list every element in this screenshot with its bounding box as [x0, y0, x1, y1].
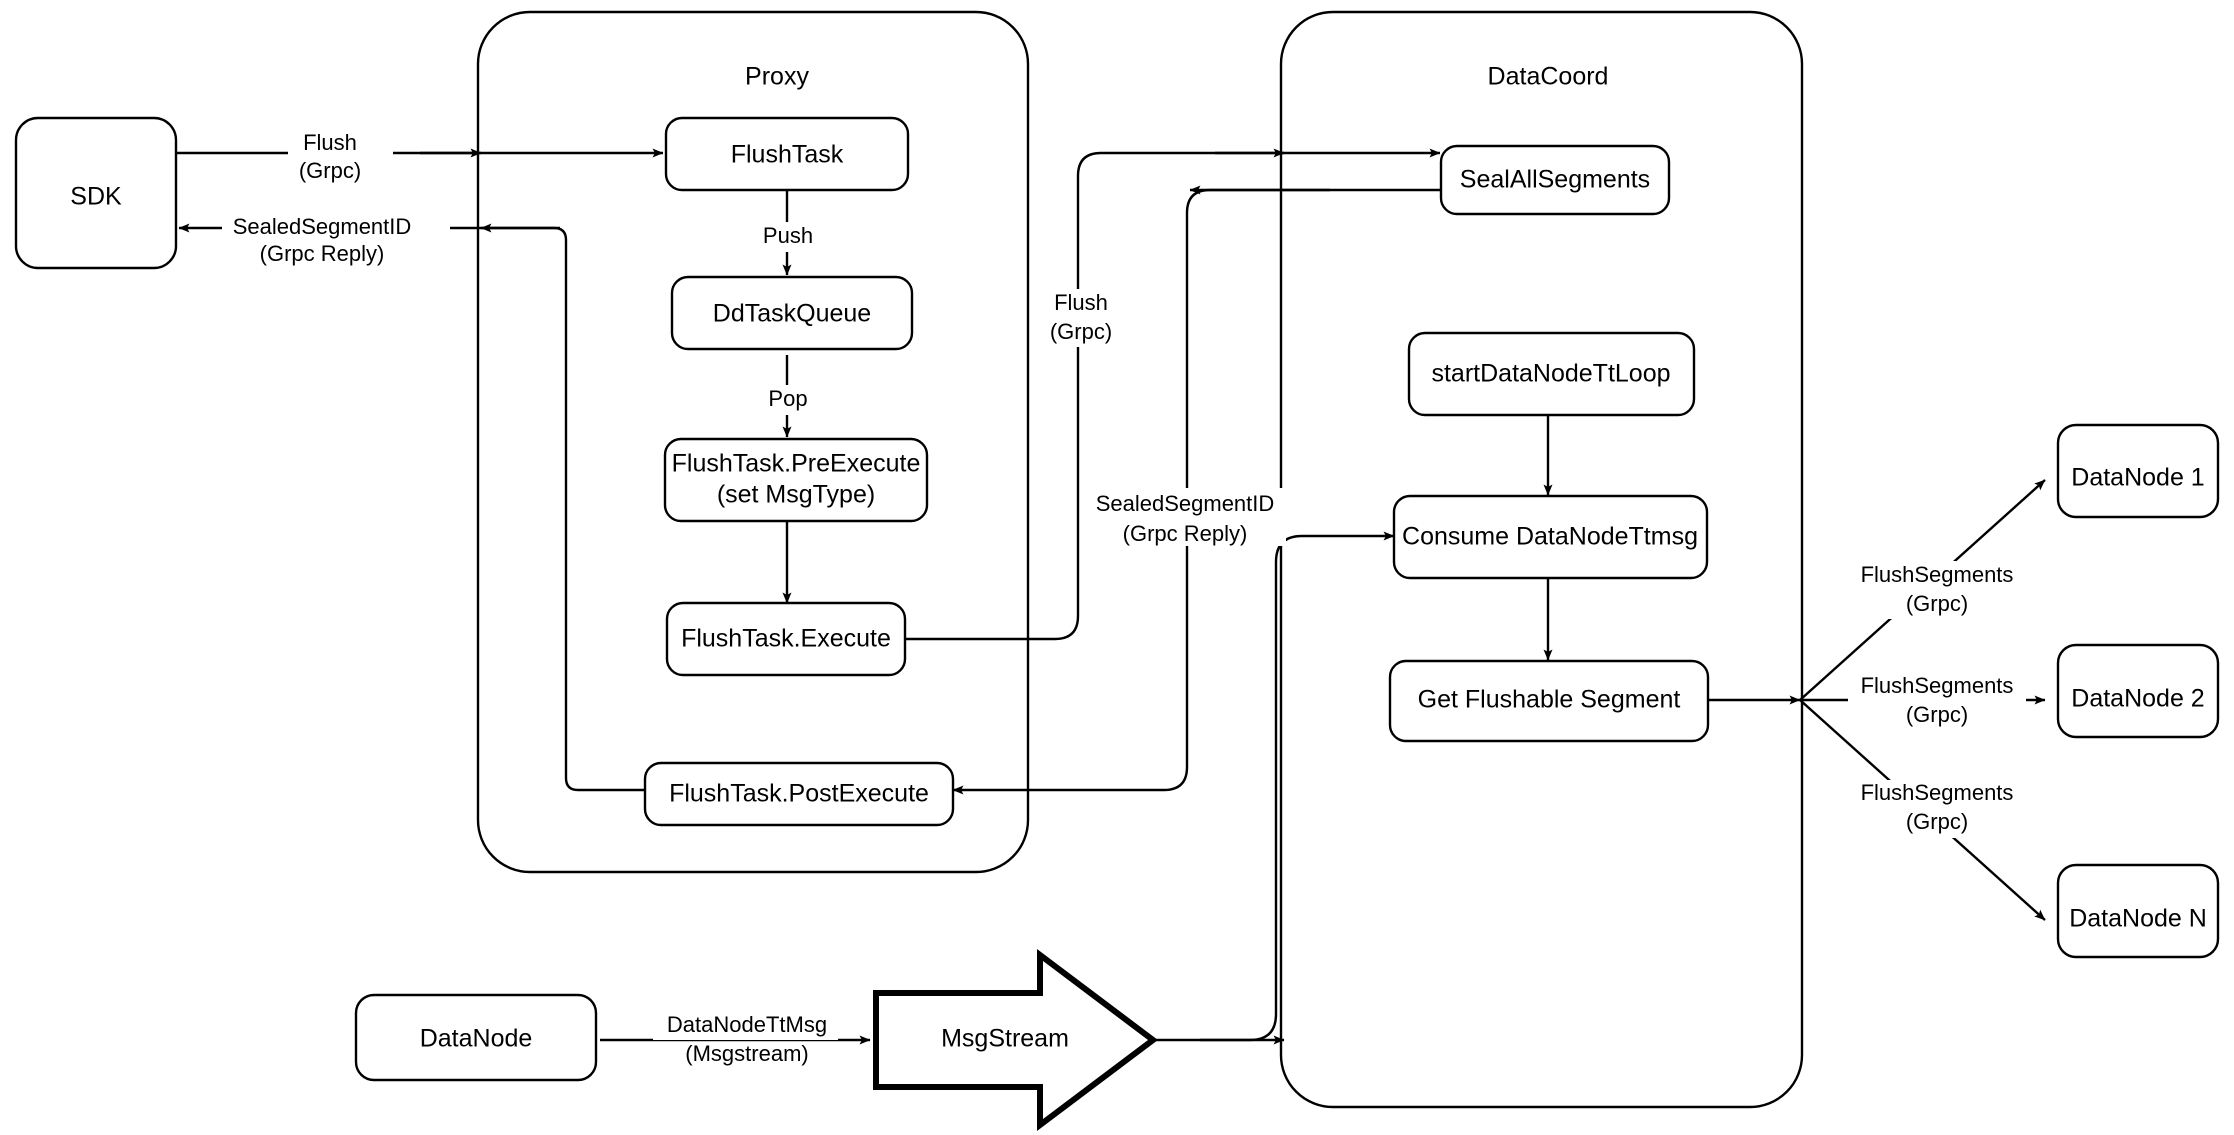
label-bg-flush-grpc-1a — [288, 128, 393, 156]
datanode-n-box[interactable] — [2056, 863, 2220, 959]
node-get-flushable-segment[interactable]: Get Flushable Segment — [1388, 659, 1710, 743]
start-datanode-tt-loop-label: startDataNodeTtLoop — [1431, 360, 1670, 388]
get-flushable-segment-box[interactable] — [1388, 659, 1710, 743]
preexecute-box[interactable] — [663, 437, 929, 523]
label-sealedsegmentid-line1: SealedSegmentID — [233, 214, 412, 239]
label-flushsegments-1-line1: FlushSegments — [1861, 562, 2014, 587]
get-flushable-segment-label: Get Flushable Segment — [1418, 686, 1681, 714]
msgstream-label: MsgStream — [941, 1025, 1069, 1053]
node-datanode-1[interactable]: DataNode 1 — [2056, 423, 2220, 519]
label-sealedsegmentid-coord-line1: SealedSegmentID — [1096, 491, 1275, 516]
sealallsegments-box[interactable] — [1439, 144, 1671, 216]
edge-execute-to-sealallsegments — [905, 148, 1441, 641]
label-flushsegments-2-line2: (Grpc) — [1906, 702, 1968, 727]
label-bg-flushsegments-n — [1848, 780, 2026, 838]
label-flush-coord-line1: Flush — [1054, 290, 1108, 315]
edge-label-push: Push — [750, 222, 826, 252]
node-msgstream[interactable]: MsgStream — [873, 948, 1158, 1132]
consume-datanode-ttmsg-box[interactable] — [1392, 494, 1709, 580]
label-bg-push — [750, 222, 826, 252]
node-start-datanode-tt-loop[interactable]: startDataNodeTtLoop — [1407, 331, 1696, 417]
datanode-1-box[interactable] — [2056, 423, 2220, 519]
label-flushsegments-n-line1: FlushSegments — [1861, 780, 2014, 805]
sdk-box[interactable] — [14, 116, 178, 270]
node-datanode-2[interactable]: DataNode 2 — [2056, 643, 2220, 739]
datanode-bottom-box[interactable] — [354, 993, 598, 1082]
node-datanode-bottom[interactable]: DataNode — [354, 993, 598, 1082]
label-bg-flushsegments-2 — [1848, 673, 2026, 731]
datanode-1-label: DataNode 1 — [2071, 464, 2204, 492]
label-datanode-ttmsg-line1: DataNodeTtMsg — [667, 1012, 827, 1037]
label-sealedsegmentid-line2: (Grpc Reply) — [260, 241, 385, 266]
datanode-n-label: DataNode N — [2069, 905, 2207, 933]
execute-label: FlushTask.Execute — [681, 625, 891, 653]
node-ddtaskqueue[interactable]: DdTaskQueue — [670, 275, 914, 351]
edge-label-datanode-ttmsg: DataNodeTtMsg (Msgstream) — [653, 1012, 838, 1066]
ddtaskqueue-label: DdTaskQueue — [713, 300, 871, 328]
label-bg-datanode-ttmsg — [653, 1012, 838, 1040]
node-sealallsegments[interactable]: SealAllSegments — [1439, 144, 1671, 216]
edge-label-pop: Pop — [755, 385, 821, 415]
edge-label-flushsegments-1: FlushSegments (Grpc) — [1848, 561, 2026, 619]
edge-label-sdk-to-proxy: Flush (Grpc) — [288, 128, 393, 183]
node-datanode-n[interactable]: DataNode N — [2056, 863, 2220, 959]
datanode-2-box[interactable] — [2056, 643, 2220, 739]
flushtask-box[interactable] — [664, 116, 910, 192]
edge-label-proxy-to-coord: Flush (Grpc) — [1035, 289, 1127, 347]
label-flushsegments-n-line2: (Grpc) — [1906, 809, 1968, 834]
label-push: Push — [763, 223, 813, 248]
label-bg-sealedsegmentid-1 — [222, 213, 450, 241]
label-flushsegments-1-line2: (Grpc) — [1906, 591, 1968, 616]
flushtask-label: FlushTask — [731, 141, 844, 169]
node-flushtask[interactable]: FlushTask — [664, 116, 910, 192]
label-sealedsegmentid-coord-line2: (Grpc Reply) — [1123, 521, 1248, 546]
preexecute-label-line1: FlushTask.PreExecute — [672, 450, 921, 478]
datanode-2-label: DataNode 2 — [2071, 685, 2204, 713]
label-flush-line1: Flush — [303, 130, 357, 155]
label-bg-flushsegments-1 — [1848, 561, 2026, 619]
start-datanode-tt-loop-box[interactable] — [1407, 331, 1696, 417]
label-datanode-ttmsg-line2: (Msgstream) — [685, 1041, 808, 1066]
label-bg-flush-grpc-2 — [1035, 289, 1127, 347]
msgstream-arrow-shape[interactable] — [873, 948, 1158, 1132]
edge-label-flushsegments-n: FlushSegments (Grpc) — [1848, 780, 2026, 838]
preexecute-label-line2: (set MsgType) — [717, 481, 875, 509]
proxy-container-label: Proxy — [745, 63, 809, 91]
node-flushtask-execute[interactable]: FlushTask.Execute — [665, 601, 907, 677]
edge-label-coord-to-proxy: SealedSegmentID (Grpc Reply) — [1086, 488, 1286, 546]
label-bg-sealedsegmentid-2 — [1086, 488, 1286, 546]
node-flushtask-postexecute[interactable]: FlushTask.PostExecute — [643, 761, 955, 827]
node-flushtask-preexecute[interactable]: FlushTask.PreExecute (set MsgType) — [663, 437, 929, 523]
node-sdk[interactable]: SDK — [14, 116, 178, 270]
label-flush-line2: (Grpc) — [299, 158, 361, 183]
label-bg-pop — [755, 385, 821, 415]
consume-datanode-ttmsg-label: Consume DataNodeTtmsg — [1402, 523, 1698, 551]
datacoord-container-label: DataCoord — [1488, 63, 1609, 91]
ddtaskqueue-box[interactable] — [670, 275, 914, 351]
datanode-bottom-label: DataNode — [420, 1025, 533, 1053]
sdk-label: SDK — [70, 183, 122, 211]
execute-box[interactable] — [665, 601, 907, 677]
node-consume-datanode-ttmsg[interactable]: Consume DataNodeTtmsg — [1392, 494, 1709, 580]
sealallsegments-label: SealAllSegments — [1460, 166, 1650, 194]
label-flush-coord-line2: (Grpc) — [1050, 319, 1112, 344]
edge-msgstream-to-consume — [1153, 531, 1395, 1042]
label-flushsegments-2-line1: FlushSegments — [1861, 673, 2014, 698]
edge-label-flushsegments-2: FlushSegments (Grpc) — [1848, 673, 2026, 731]
label-pop: Pop — [768, 386, 807, 411]
postexecute-box[interactable] — [643, 761, 955, 827]
postexecute-label: FlushTask.PostExecute — [669, 780, 929, 808]
edge-label-proxy-to-sdk: SealedSegmentID (Grpc Reply) — [222, 213, 450, 266]
